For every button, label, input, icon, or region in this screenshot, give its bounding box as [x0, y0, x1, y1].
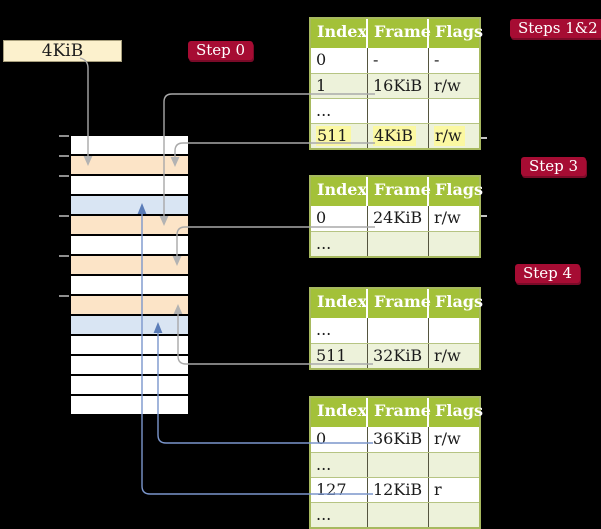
header-flags: Flags [435, 292, 483, 311]
memory-page-row [71, 216, 188, 236]
cell-flags [429, 318, 479, 343]
step-0-label: Step 0 [188, 41, 254, 60]
memory-tick [59, 295, 69, 297]
page-table-level3: Index Frame Flags 0 24KiB r/w ... [309, 175, 483, 258]
table-header-row: Index Frame Flags [311, 19, 483, 48]
header-frame: Frame [368, 398, 431, 427]
memory-tick [59, 215, 69, 217]
memory-page-row [71, 376, 188, 396]
cell-flags: r/w [434, 208, 461, 227]
header-frame: Frame [368, 289, 431, 318]
cell-index: 0 [311, 427, 368, 452]
header-frame: Frame [368, 19, 431, 48]
cell-frame: 4KiB [368, 124, 429, 148]
cell-index: ... [311, 453, 368, 477]
address-box-4kib: 4KiB [3, 40, 122, 62]
step-3-label: Step 3 [521, 157, 587, 176]
header-index: Index [311, 19, 368, 48]
memory-page-row [71, 156, 188, 176]
cell-flags: r/w [434, 76, 461, 95]
cell-index: 0 [311, 206, 368, 231]
memory-page-row [71, 316, 188, 336]
memory-tick [59, 135, 69, 137]
memory-page-row [71, 296, 188, 316]
table-row: ... [311, 452, 479, 477]
cell-index: 511 [311, 124, 368, 148]
memory-page-row [71, 236, 188, 256]
cell-frame: 16KiB [368, 74, 429, 98]
table-row: ... [311, 318, 479, 343]
cell-flags: r [434, 480, 442, 499]
cell-index: 511 [311, 344, 368, 368]
physical-memory-stack [69, 134, 190, 416]
cell-frame: 12KiB [368, 478, 429, 502]
table-row: 127 12KiB r [311, 477, 479, 502]
header-flags: Flags [435, 180, 483, 199]
step-4-label: Step 4 [515, 264, 581, 283]
table-header-row: Index Frame Flags [311, 177, 483, 206]
header-flags: Flags [435, 401, 483, 420]
memory-page-row [71, 276, 188, 296]
cell-flags [429, 99, 479, 123]
cell-index: 127 [311, 478, 368, 502]
highlight-mark: 511 [316, 126, 351, 146]
memory-page-row [71, 176, 188, 196]
cell-frame [368, 503, 429, 527]
table-row: ... [311, 98, 479, 123]
cell-frame: 24KiB [368, 206, 429, 231]
header-index: Index [311, 289, 368, 318]
page-table-level4: Index Frame Flags 0 - - 1 16KiB r/w ... … [309, 17, 483, 150]
table-row: 1 16KiB r/w [311, 73, 479, 98]
cell-frame: 36KiB [368, 427, 429, 452]
cell-index: ... [311, 232, 368, 256]
memory-page-row [71, 256, 188, 276]
table-row: 511 32KiB r/w [311, 343, 479, 368]
cell-flags [429, 232, 479, 256]
cell-index: 1 [311, 74, 368, 98]
page-table-level2: Index Frame Flags ... 511 32KiB r/w [309, 287, 483, 370]
cell-frame [368, 232, 429, 256]
cell-flags [429, 453, 479, 477]
highlight-mark: 4KiB [373, 126, 417, 146]
cell-frame [368, 453, 429, 477]
memory-tick [59, 175, 69, 177]
table-header-row: Index Frame Flags [311, 289, 483, 318]
cell-index: ... [311, 318, 368, 343]
header-frame: Frame [368, 177, 431, 206]
cell-frame [368, 318, 429, 343]
cell-frame: - [368, 48, 429, 73]
cell-flags: - [434, 50, 440, 69]
cell-flags: r/w [429, 124, 479, 148]
highlight-mark: r/w [434, 126, 465, 146]
memory-tick [59, 155, 69, 157]
page-table-level1: Index Frame Flags 0 36KiB r/w ... 127 12… [309, 396, 483, 529]
address-box-label: 4KiB [41, 41, 84, 61]
memory-tick [59, 255, 69, 257]
cell-index: 0 [311, 48, 368, 73]
cell-frame: 32KiB [368, 344, 429, 368]
header-index: Index [311, 177, 368, 206]
table-row-highlighted: 511 4KiB r/w [311, 123, 479, 148]
table-row: 0 36KiB r/w [311, 427, 479, 452]
steps-1-2-label: Steps 1&2 [510, 19, 601, 38]
memory-page-row [71, 336, 188, 356]
cell-index: ... [311, 99, 368, 123]
cell-flags: r/w [434, 346, 461, 365]
table-row: ... [311, 231, 479, 256]
table-row: 0 24KiB r/w [311, 206, 479, 231]
cell-index: ... [311, 503, 368, 527]
memory-page-row [71, 136, 188, 156]
cell-flags: r/w [434, 429, 461, 448]
table-header-row: Index Frame Flags [311, 398, 483, 427]
header-flags: Flags [435, 22, 483, 41]
header-index: Index [311, 398, 368, 427]
memory-page-row [71, 196, 188, 216]
cell-frame [368, 99, 429, 123]
table-row: ... [311, 502, 479, 527]
cell-flags [429, 503, 479, 527]
table-row: 0 - - [311, 48, 479, 73]
memory-page-row [71, 356, 188, 376]
memory-page-row [71, 396, 188, 414]
